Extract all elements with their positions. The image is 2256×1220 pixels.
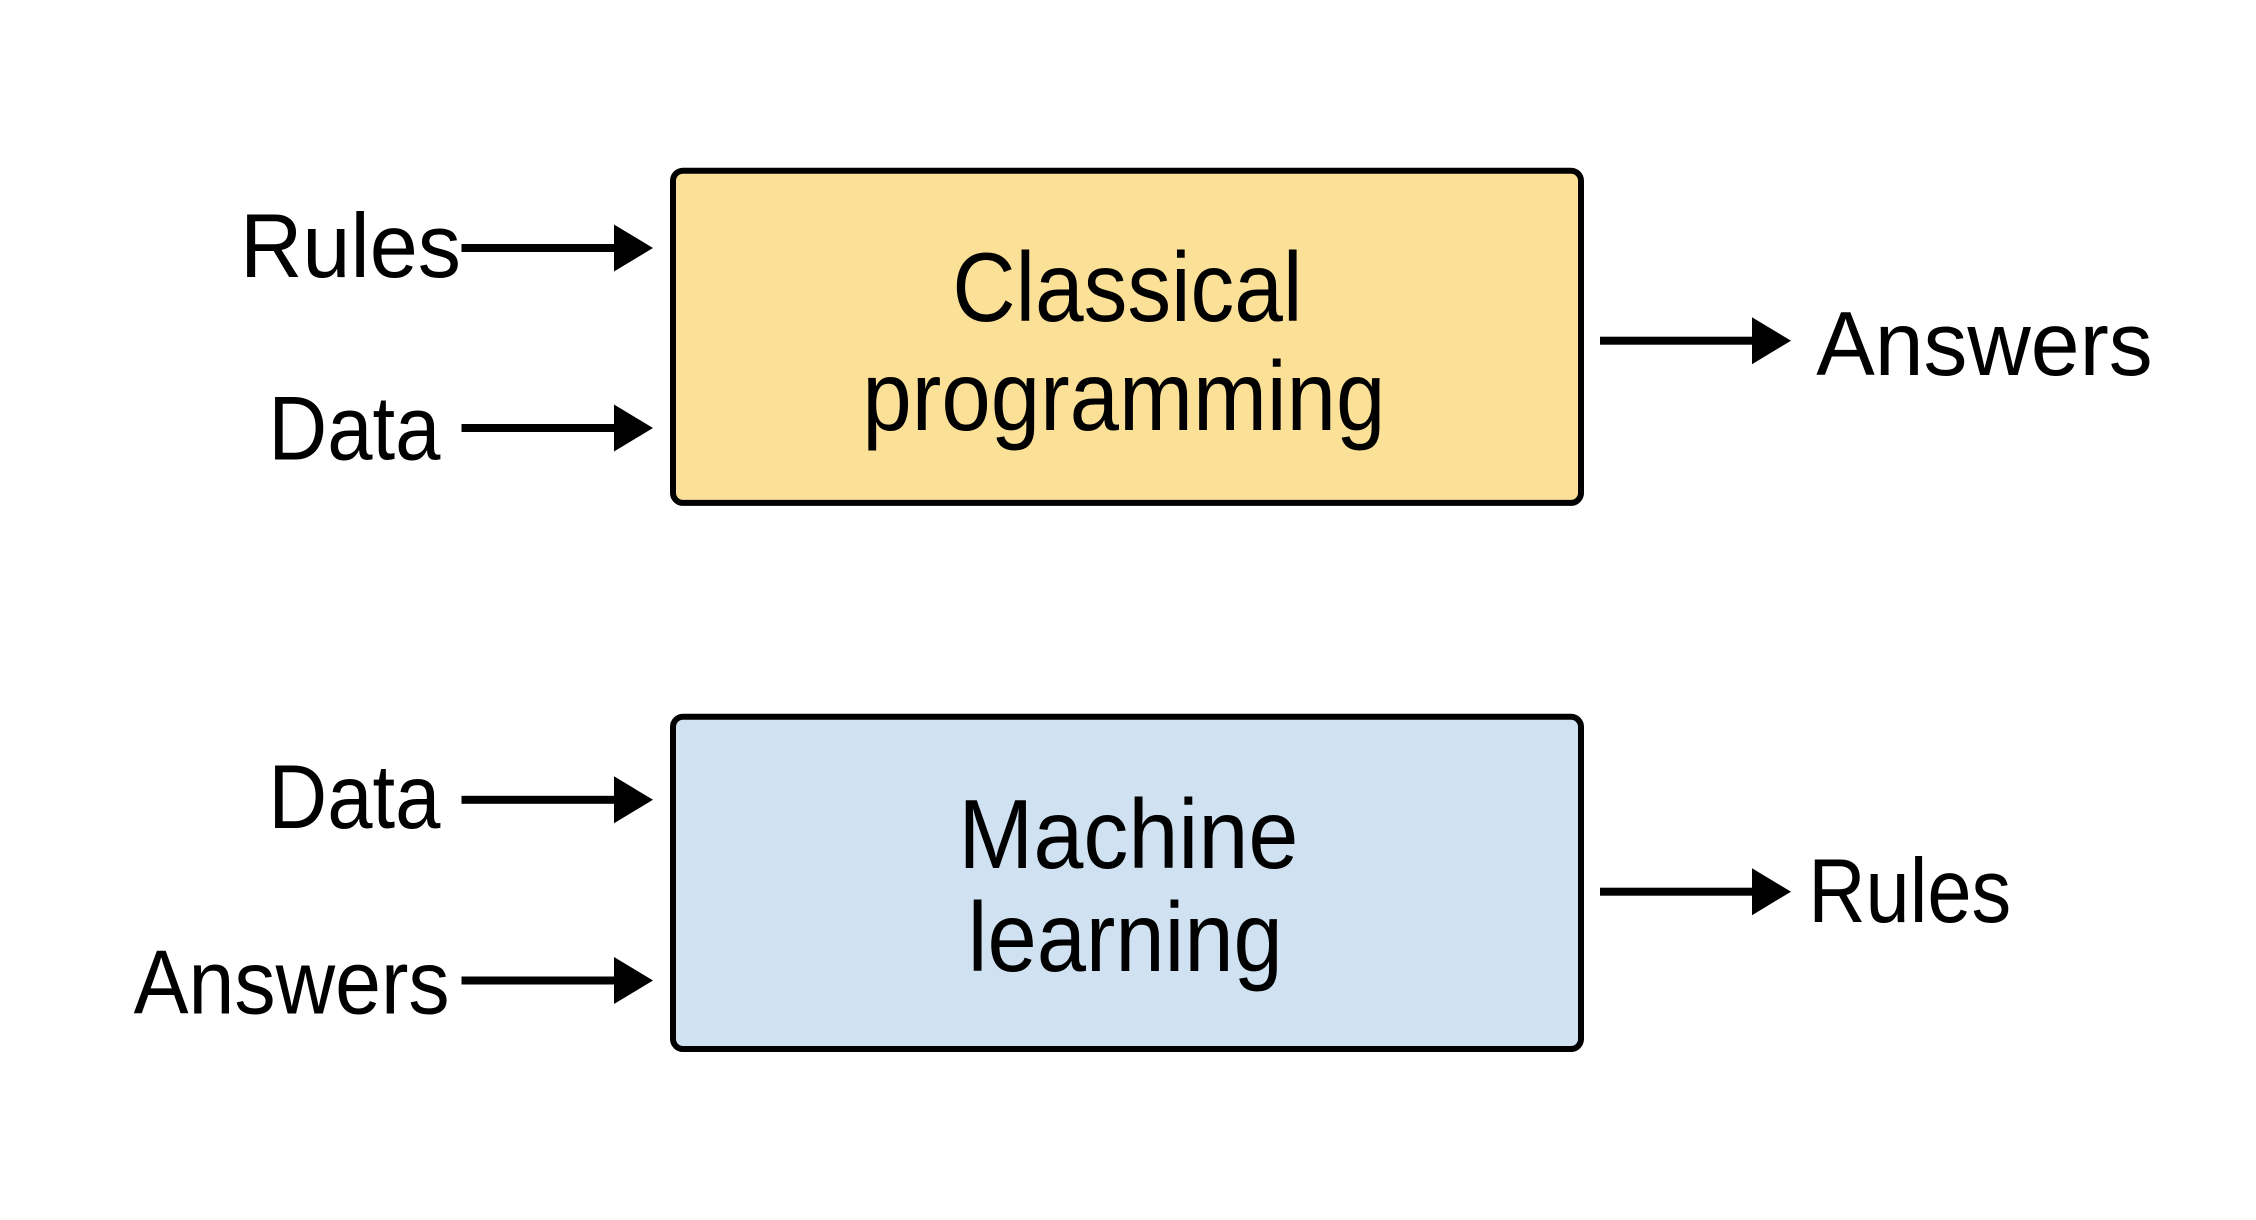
svg-text:Rules: Rules [240,196,461,297]
svg-text:Machine: Machine [958,779,1298,889]
svg-text:Answers: Answers [134,933,450,1034]
svg-text:Data: Data [268,379,440,480]
svg-text:programming: programming [862,341,1385,451]
svg-text:Classical: Classical [952,232,1302,342]
svg-text:Rules: Rules [1808,841,2011,942]
svg-text:learning: learning [968,882,1283,992]
svg-text:Answers: Answers [1816,294,2153,395]
svg-text:Data: Data [268,747,440,848]
